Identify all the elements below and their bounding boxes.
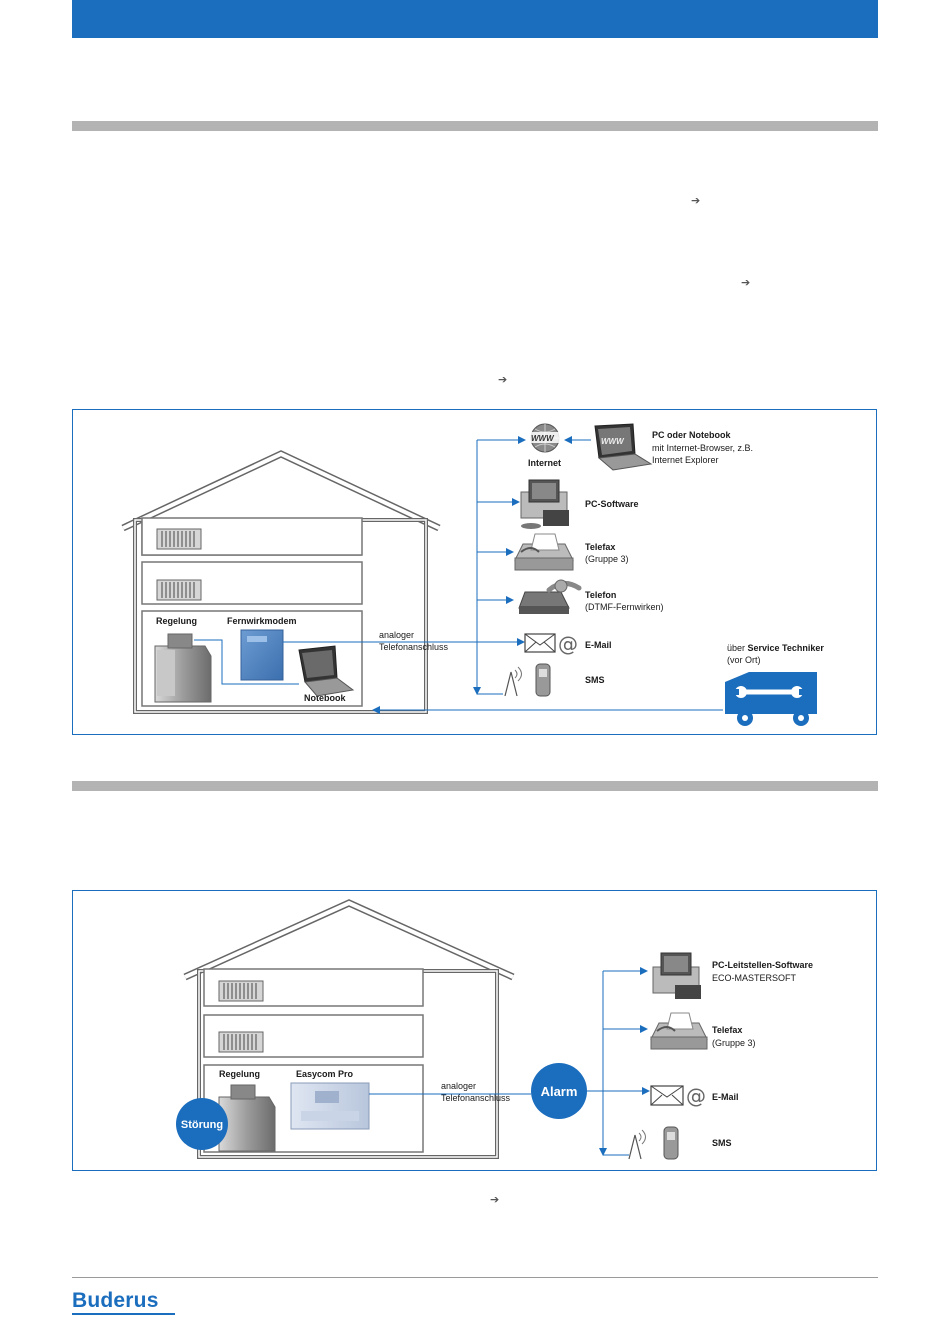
service-sub: (vor Ort) bbox=[727, 655, 761, 665]
line-label: analoger bbox=[379, 630, 414, 640]
telefon-label: Telefon bbox=[585, 590, 616, 600]
telefax-label: Telefax bbox=[585, 542, 615, 552]
pc-line: mit Internet-Browser, z.B. bbox=[652, 443, 753, 453]
line-label: analoger bbox=[441, 1081, 476, 1091]
svg-text:WWW: WWW bbox=[601, 437, 625, 446]
pc-leitstellen-sub: ECO-MASTERSOFT bbox=[712, 973, 797, 983]
boiler-icon bbox=[154, 633, 212, 703]
footer-rule bbox=[72, 1277, 878, 1278]
laptop-icon bbox=[298, 645, 355, 697]
svg-text:Alarm: Alarm bbox=[541, 1084, 578, 1099]
mobile-phone-icon bbox=[535, 663, 551, 697]
pc-line: Internet Explorer bbox=[652, 455, 719, 465]
email-envelope-icon: @ bbox=[650, 1084, 706, 1108]
section-rule-2 bbox=[72, 781, 878, 791]
www-globe-icon: WWW bbox=[528, 423, 562, 453]
svg-text:@: @ bbox=[558, 632, 578, 656]
pc-leitstellen-label: PC-Leitstellen-Software bbox=[712, 960, 813, 970]
sms-label: SMS bbox=[712, 1138, 732, 1148]
reference-arrow-icon: ➔ bbox=[490, 1194, 500, 1206]
service-van-icon bbox=[725, 672, 817, 726]
internet-label: Internet bbox=[528, 458, 561, 468]
reference-arrow-icon: ➔ bbox=[741, 277, 751, 289]
antenna-icon bbox=[504, 666, 522, 697]
telephone-icon bbox=[518, 579, 582, 614]
service-label: über Service Techniker bbox=[727, 643, 824, 653]
pc-software-label: PC-Software bbox=[585, 499, 639, 509]
email-label: E-Mail bbox=[585, 640, 612, 650]
pc-workstation-icon bbox=[652, 952, 701, 999]
radiator-icon bbox=[156, 579, 202, 601]
easycom-device-icon bbox=[290, 1082, 370, 1130]
modem-label: Fernwirkmodem bbox=[227, 616, 297, 626]
reference-arrow-icon: ➔ bbox=[691, 195, 701, 207]
regelung-label: Regelung bbox=[219, 1069, 260, 1079]
logo-underline bbox=[72, 1313, 175, 1315]
line-label: Telefonanschluss bbox=[441, 1093, 511, 1103]
pc-title: PC oder Notebook bbox=[652, 430, 731, 440]
fax-icon bbox=[650, 1012, 708, 1050]
easycom-label: Easycom Pro bbox=[296, 1069, 354, 1079]
svg-text:Störung: Störung bbox=[181, 1119, 223, 1131]
radiator-icon bbox=[218, 980, 264, 1002]
laptop-www-icon: WWW bbox=[594, 423, 653, 471]
radiator-icon bbox=[218, 1031, 264, 1053]
telefon-sub: (DTMF-Fernwirken) bbox=[585, 602, 664, 612]
sms-label: SMS bbox=[585, 675, 605, 685]
header-bar bbox=[72, 0, 878, 38]
pc-workstation-icon bbox=[520, 479, 569, 529]
fax-icon bbox=[514, 533, 574, 571]
telefax-label: Telefax bbox=[712, 1025, 742, 1035]
regelung-label: Regelung bbox=[156, 616, 197, 626]
stoerung-badge: Störung bbox=[176, 1098, 228, 1150]
alarm-badge: Alarm bbox=[531, 1063, 587, 1119]
mobile-phone-icon bbox=[663, 1126, 679, 1160]
email-label: E-Mail bbox=[712, 1092, 739, 1102]
buderus-logo: Buderus bbox=[72, 1289, 159, 1312]
antenna-icon bbox=[628, 1129, 646, 1160]
svg-text:WWW: WWW bbox=[531, 434, 555, 443]
modem-icon bbox=[240, 629, 284, 681]
notebook-label: Notebook bbox=[304, 693, 346, 703]
remote-control-diagram: Regelung Fernwirkmodem Notebook analoger… bbox=[72, 409, 877, 735]
section-rule-1 bbox=[72, 121, 878, 131]
telefax-sub: (Gruppe 3) bbox=[712, 1038, 756, 1048]
email-envelope-icon: @ bbox=[524, 632, 578, 656]
telefax-sub: (Gruppe 3) bbox=[585, 554, 629, 564]
line-label: Telefonanschluss bbox=[379, 642, 449, 652]
alarm-diagram: Regelung Easycom Pro Störung analoger Te… bbox=[72, 890, 877, 1171]
boiler-icon bbox=[218, 1084, 276, 1152]
radiator-icon bbox=[156, 528, 202, 550]
reference-arrow-icon: ➔ bbox=[498, 374, 508, 386]
svg-text:@: @ bbox=[686, 1084, 706, 1108]
